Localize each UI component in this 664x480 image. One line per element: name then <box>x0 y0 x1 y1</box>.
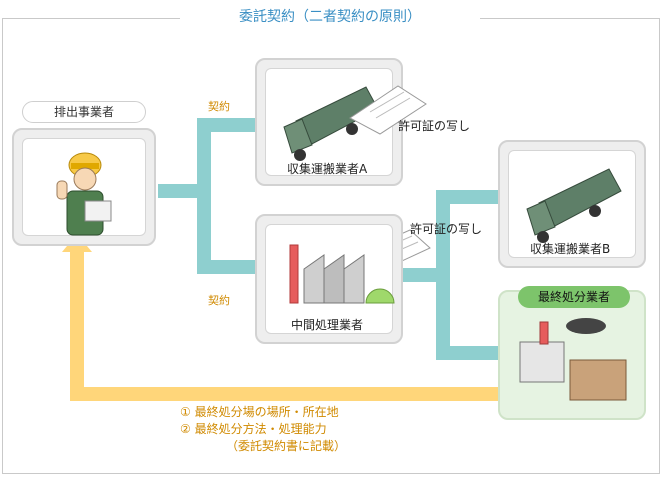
landfill-icon <box>519 318 627 401</box>
note-line-2: ② 最終処分方法・処理能力 <box>180 422 327 436</box>
factory-icon <box>289 244 395 304</box>
note-line-3: （委託契約書に記載） <box>226 439 347 453</box>
truck-icon <box>283 86 379 161</box>
generator-card <box>12 128 156 246</box>
collector-a-label: 収集運搬業者A <box>287 162 368 176</box>
feedback-arrow <box>62 234 498 401</box>
permit-copy-label-1: 許可証の写し <box>398 119 471 133</box>
generator-label: 排出事業者 <box>22 101 146 123</box>
worker-icon <box>56 152 112 236</box>
truck-icon <box>526 168 622 243</box>
intermediate-label: 中間処理業者 <box>291 318 364 332</box>
collector-b-label: 収集運搬業者B <box>530 242 611 256</box>
note-line-1: ① 最終処分場の場所・所在地 <box>180 405 339 419</box>
diagram-title: 委託契約（二者契約の原則） <box>180 6 480 26</box>
disposal-notes: ① 最終処分場の場所・所在地 ② 最終処分方法・処理能力 （委託契約書に記載） <box>180 404 346 455</box>
contract-label-bottom: 契約 <box>208 294 230 307</box>
final-disposal-card <box>498 290 646 420</box>
permit-copy-label-2: 許可証の写し <box>410 222 483 236</box>
final-disposal-label: 最終処分業者 <box>518 286 630 308</box>
contract-label-top: 契約 <box>208 100 230 113</box>
collector-b-card <box>498 140 646 268</box>
intermediate-card <box>255 214 403 344</box>
